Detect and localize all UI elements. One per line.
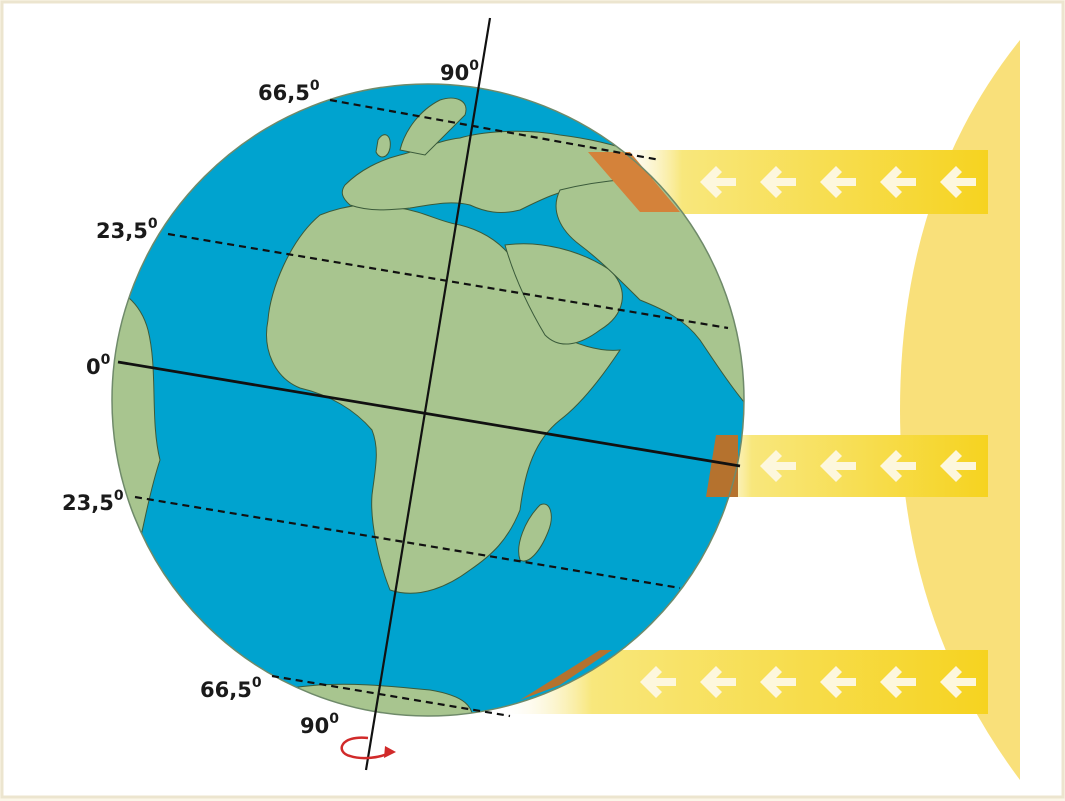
beam-arrow-icon (940, 666, 976, 698)
beam-arrow-icon (940, 450, 976, 482)
great-britain (375, 134, 391, 158)
beam-arrow-icon (760, 166, 796, 198)
beam-arrow-icon (820, 450, 856, 482)
heated-zone-north (588, 152, 680, 212)
beam-arrow-icon (820, 166, 856, 198)
tropic-capricorn-label: 23,50 (62, 488, 124, 515)
antarctic-circle-label: 66,50 (200, 675, 262, 702)
sun (900, 40, 1020, 780)
antarctic-circle-line (271, 674, 511, 718)
beam-arrow-icon (760, 666, 796, 698)
beam-arrow-icon (880, 450, 916, 482)
tropic-capricorn-line (134, 495, 681, 590)
tropic-cancer-label: 23,50 (96, 216, 158, 243)
beam-arrow-icon (760, 450, 796, 482)
beam-arrow-icon (640, 666, 676, 698)
sun-beam-middle (700, 435, 988, 497)
equator-line (117, 360, 741, 468)
arctic-circle-label: 66,50 (258, 78, 320, 105)
sun-beam-top (615, 150, 988, 214)
tropic-cancer-line (167, 232, 729, 330)
beam-arrow-icon (700, 166, 736, 198)
heated-zone-equator (706, 435, 738, 497)
beam-arrow-icon (880, 666, 916, 698)
rotation-arrow-icon (340, 736, 396, 760)
africa-continent (266, 203, 622, 594)
beam-arrow-icon (700, 666, 736, 698)
beam-arrow-icon (880, 166, 916, 198)
rotation-axis (364, 17, 492, 771)
equator-label: 00 (86, 352, 111, 379)
beam-arrow-icon (940, 166, 976, 198)
south-pole-label: 900 (300, 711, 339, 738)
madagascar (518, 503, 552, 562)
arabia (504, 243, 623, 345)
north-pole-label: 900 (440, 58, 479, 85)
arctic-circle-line (329, 98, 661, 162)
scandinavia (399, 97, 467, 156)
heated-zone-south (520, 650, 612, 700)
beam-arrow-icon (820, 666, 856, 698)
